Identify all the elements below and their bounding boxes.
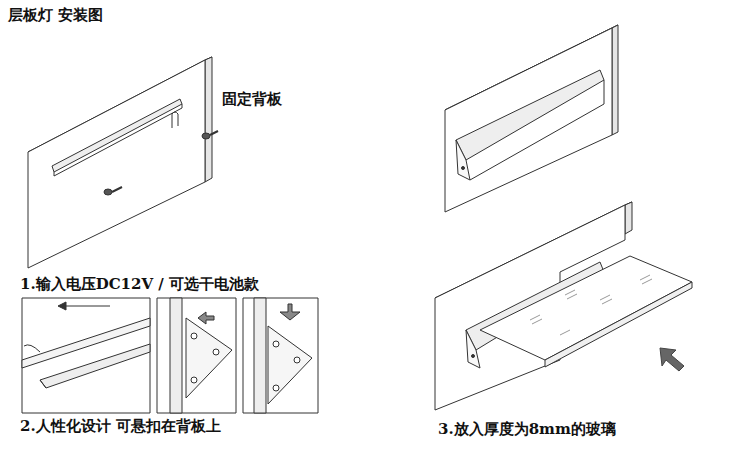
glass-reflection	[530, 275, 652, 335]
arrow-head	[58, 302, 66, 310]
slide-arrow	[64, 306, 110, 307]
fixture-end	[40, 380, 46, 388]
light-fixture	[40, 344, 150, 388]
board-side	[625, 202, 632, 234]
board-section	[254, 298, 266, 413]
screw	[104, 187, 122, 195]
detail-panel	[243, 298, 318, 413]
rail-edge	[54, 108, 182, 176]
back-board	[445, 28, 612, 212]
push-arrow	[198, 312, 214, 324]
bracket	[186, 318, 232, 398]
board-side	[205, 57, 212, 182]
board-edge	[22, 318, 150, 368]
push-arrow	[280, 304, 300, 320]
bracket	[268, 326, 312, 404]
step-caption: 1.输入电压DC12V / 可选干电池款	[20, 275, 259, 293]
diagram-title: 层板灯 安装图	[8, 6, 103, 24]
back-board	[28, 60, 205, 268]
bracket-screw	[273, 385, 279, 391]
bracket-screw	[213, 349, 219, 355]
step-caption: 2.人性化设计 可悬扣在背板上	[20, 417, 221, 435]
insert-arrow	[660, 348, 684, 371]
screw-dot	[472, 355, 475, 358]
detail-panel	[157, 298, 236, 413]
screw-dot	[462, 167, 465, 170]
detail-panel	[22, 298, 150, 413]
screw	[202, 131, 218, 139]
mounting-rail	[52, 99, 182, 172]
bracket-screw	[191, 333, 197, 339]
bracket-screw	[191, 377, 197, 383]
board-side	[612, 25, 618, 135]
rail-edge	[182, 104, 183, 108]
hook	[172, 112, 178, 128]
fixture-end	[456, 140, 470, 180]
step-caption: 3.放入厚度为8mm的玻璃	[438, 420, 616, 438]
bracket-screw	[273, 341, 279, 347]
fixture-edge	[604, 80, 605, 104]
fixture-edge	[470, 104, 604, 180]
fixture-end	[466, 330, 480, 368]
wire	[24, 345, 40, 352]
board-section	[170, 298, 182, 413]
bracket-screw	[294, 357, 300, 363]
part-label: 固定背板	[222, 90, 282, 108]
